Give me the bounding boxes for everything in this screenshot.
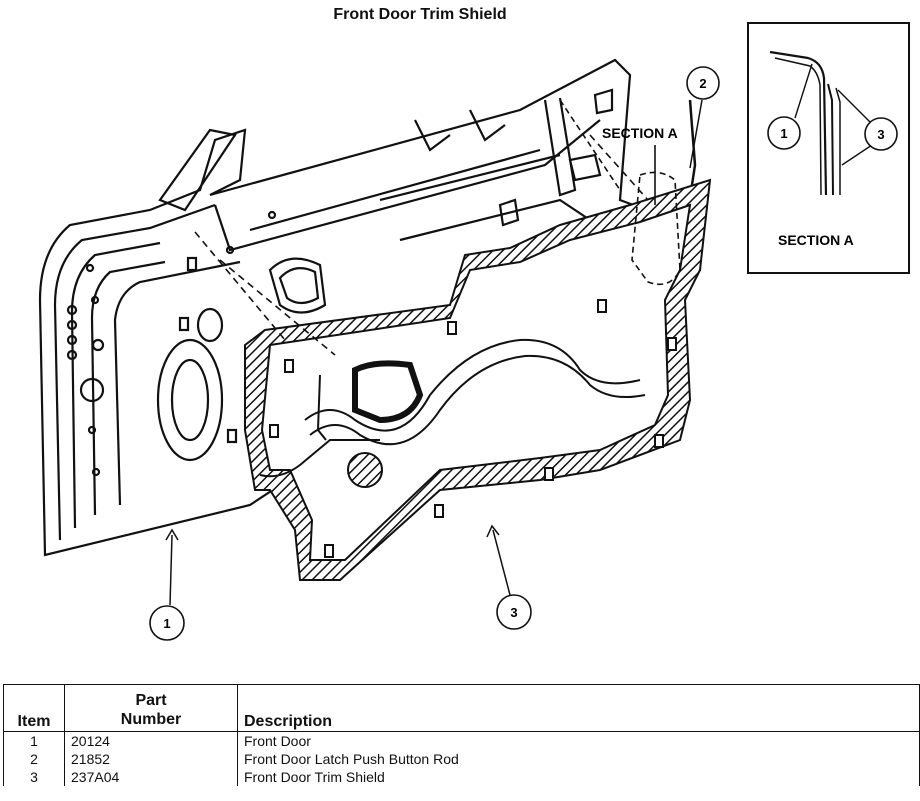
section-a-label: SECTION A (602, 125, 678, 141)
part-number-cell: 20124 (64, 731, 238, 750)
table-row: 2 21852 Front Door Latch Push Button Rod (3, 750, 920, 768)
svg-text:2: 2 (699, 76, 706, 91)
callout-rod: 2 (686, 66, 720, 169)
item-header: Item (3, 684, 65, 732)
svg-text:3: 3 (877, 127, 884, 142)
item-cell: 2 (3, 750, 65, 768)
part-number-cell: 21852 (64, 750, 238, 768)
description-cell: Front Door Trim Shield (237, 768, 920, 786)
item-cell: 1 (3, 731, 65, 750)
section-a-indicator (559, 99, 681, 286)
front-door-drawing (38, 58, 702, 557)
table-row: 1 20124 Front Door (3, 731, 920, 750)
svg-text:1: 1 (780, 126, 787, 141)
description-cell: Front Door (237, 731, 920, 750)
description-cell: Front Door Latch Push Button Rod (237, 750, 920, 768)
parts-table: Item Part Number Description 1 20124 Fro… (3, 684, 920, 786)
svg-text:3: 3 (510, 605, 517, 620)
alignment-lines (194, 134, 649, 356)
table-row: 3 237A04 Front Door Trim Shield (3, 768, 920, 786)
part-number-cell: 237A04 (64, 768, 238, 786)
section-a-inset: 1 3 SECTION A (747, 22, 910, 274)
item-cell: 3 (3, 768, 65, 786)
svg-text:1: 1 (163, 616, 170, 631)
callout-shield: 3 (486, 524, 532, 630)
trim-shield-drawing (244, 178, 712, 581)
diagram-title: Front Door Trim Shield (333, 6, 507, 23)
part-number-header: Part Number (64, 684, 238, 732)
parts-table-header: Item Part Number Description (3, 684, 920, 732)
callout-door: 1 (149, 528, 185, 641)
door-trim-shield-illustration: SECTION A 1 2 3 1 3 SECTION A (38, 22, 910, 641)
inset-section-a-label: SECTION A (778, 232, 854, 248)
description-header: Description (237, 684, 920, 732)
